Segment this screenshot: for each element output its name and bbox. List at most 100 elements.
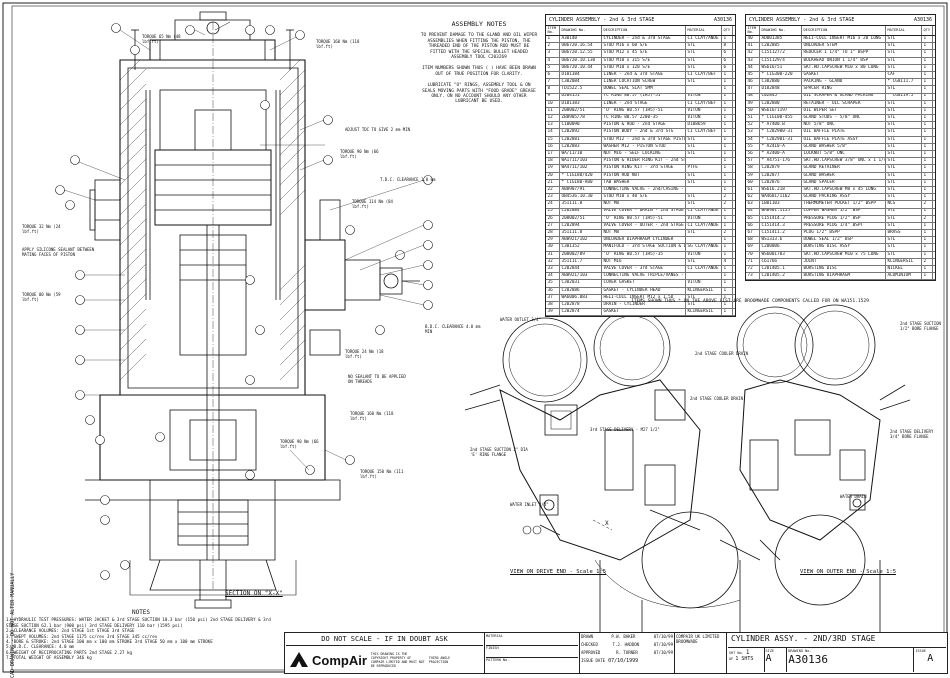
table-cell: 1: [722, 172, 733, 179]
table-cell: PLUG 1/2" BSPP: [802, 230, 886, 237]
table-cell: 20: [546, 172, 560, 179]
table-cell: 1: [922, 222, 933, 230]
table-cell: BURSTING DISC: [802, 266, 886, 273]
table-cell: UNLOADER DIAPHRAGM CYLINDER: [602, 237, 686, 244]
table-cell: 'O' RING 80.57 (1H5)-51: [602, 107, 686, 115]
table-cell: SG CLAY/ANDE: [686, 244, 722, 251]
table-cell: C202884: [560, 208, 602, 215]
table-cell: 62: [746, 194, 760, 201]
table-cell: 70: [746, 251, 760, 258]
table-cell: C202879: [760, 165, 802, 172]
table-cell: NUT 5/8" UNC: [802, 122, 886, 129]
parts-list-left: CYLINDER ASSEMBLY - 2nd & 3rd STAGE A301…: [545, 14, 736, 318]
table-cell: LINER - 2nd & 3rd STAGE: [602, 71, 686, 79]
tb-material: MATERIAL FINISH PATTERN No.: [485, 633, 580, 673]
column-header: ITEM No.: [746, 26, 760, 35]
table-cell: GLAND WASHER: [802, 172, 886, 179]
table-cell: 1: [922, 79, 933, 86]
table-cell: STL: [686, 201, 722, 208]
table-cell: 26: [546, 215, 560, 222]
table-cell: 27: [546, 222, 560, 230]
table-cell: 46: [746, 79, 760, 86]
table-cell: C201405.2: [760, 273, 802, 280]
table-cell: 7: [546, 79, 560, 86]
table-cell: 66: [746, 222, 760, 230]
drive-end-view: [464, 309, 761, 640]
table-cell: 64: [746, 208, 760, 215]
table-cell: D101384: [560, 71, 602, 79]
table-cell: C202874: [560, 309, 602, 316]
table-cell: 59: [746, 172, 760, 179]
note-item: 3. SWEPT VOLUMES: 2nd STAGE 1175 cc/rev …: [6, 633, 158, 639]
table-cell: 2: [722, 230, 733, 237]
table-cell: A30140: [560, 36, 602, 43]
table-cell: STL: [686, 57, 722, 64]
table-cell: 38: [546, 301, 560, 309]
table-cell: 1: [722, 309, 733, 316]
table-cell: KLINGERSIL: [886, 258, 922, 265]
table-cell: C151129/4: [760, 57, 802, 64]
table-cell: STUD M12 - 2nd & 3rd STAGE PISTON: [603, 136, 686, 143]
table-cell: C151127/2: [760, 50, 802, 57]
table-cell: STL: [886, 194, 922, 201]
table-cell: REDUCER 1 1/4" TO 1" BSPP: [802, 50, 886, 57]
table-cell: 6: [722, 57, 733, 64]
table-cell: 1: [722, 36, 733, 43]
table-cell: 1: [722, 107, 733, 115]
table-cell: 4: [546, 57, 560, 64]
table-cell: * CG8111.7: [886, 79, 922, 86]
table-cell: HELI-COIL INSERT M16 x 20 LONG: [802, 36, 886, 43]
table-cell: CAF: [886, 71, 922, 79]
torque-label: TORQUE 90 Nm (66 lbf.ft): [340, 149, 379, 159]
parts-list-right: CYLINDER ASSEMBLY - 2nd & 3rd STAGE A301…: [745, 14, 936, 282]
table-cell: C202892: [560, 129, 602, 136]
column-header: DESCRIPTION: [602, 26, 686, 35]
table-cell: CONNECTING VALVE - 2nd/CASING - 2nd STG: [602, 186, 686, 194]
table-cell: CI CLAY/ANDE: [686, 208, 722, 215]
table-cell: OB6720.16.54: [560, 43, 602, 50]
table-cell: 1: [722, 71, 733, 79]
table-cell: STL: [886, 215, 922, 222]
table-cell: 54: [746, 136, 760, 143]
table-cell: PISTON ROD NUT: [602, 172, 686, 179]
table-cell: 351111.8: [560, 230, 602, 237]
table-cell: 1: [922, 266, 933, 273]
note-item: 6. WEIGHT OF RECIPROCATING PARTS 2nd STA…: [6, 649, 133, 655]
assembly-notes-title: ASSEMBLY NOTES: [451, 20, 507, 28]
table-cell: 1: [922, 151, 933, 158]
table-cell: UNLOADER STEM: [802, 43, 886, 50]
table-cell: C151414.3: [760, 222, 802, 230]
suction-label: 2nd STAGE SUCTION 1/2" BORE FLANGE: [900, 321, 941, 331]
table-cell: [686, 158, 722, 165]
table-cell: 6: [722, 64, 733, 71]
table-cell: 52: [746, 122, 760, 129]
table-cell: C202876: [760, 179, 802, 186]
general-notes: NOTES 1. HYDRAULIC TEST PRESSURES: WATER…: [6, 609, 276, 661]
table-cell: C202883: [560, 143, 602, 150]
table-cell: CI CLAY/BEF: [686, 129, 722, 136]
outer-end-view-title: VIEW ON OUTER END - Scale 1:5: [800, 569, 897, 575]
table-cell: 1: [922, 244, 933, 251]
tb-title: CYLINDER ASSY. - 2ND/3RD STAGE SHT No. 1…: [727, 633, 947, 673]
table-cell: 'O' RING 80.57 (1H5)-35: [602, 251, 686, 258]
table-cell: 1: [922, 107, 933, 115]
table-cell: STL: [886, 115, 922, 122]
table-cell: C100090: [560, 122, 602, 129]
table-cell: STL: [686, 50, 722, 57]
table-cell: 47: [746, 86, 760, 93]
